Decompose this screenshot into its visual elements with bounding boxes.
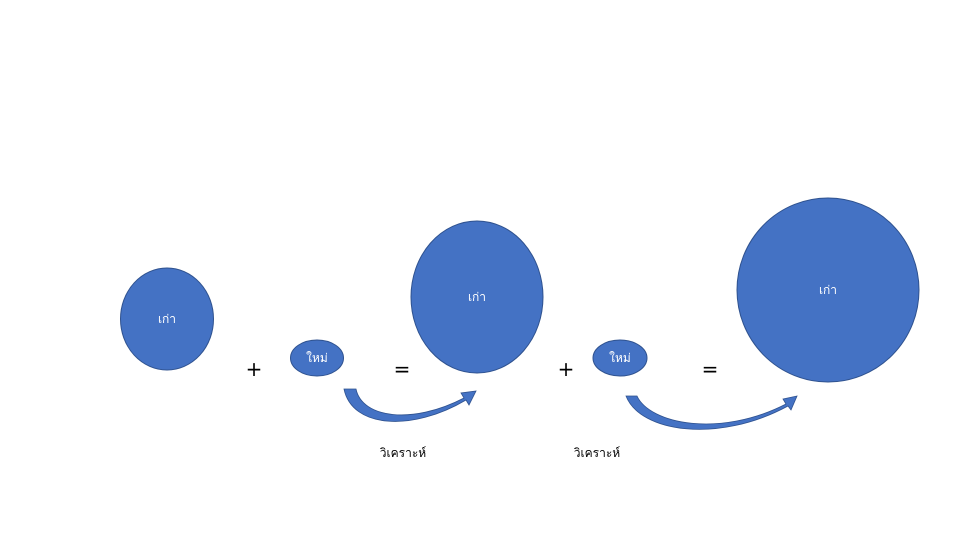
old-knowledge-label-3: เก่า — [819, 283, 837, 297]
old-knowledge-circle-1 — [120, 267, 214, 371]
analyze-caption-1: วิเคราะห์ — [380, 446, 427, 460]
curved-arrow-2 — [625, 395, 798, 430]
old-knowledge-ellipse-2 — [410, 220, 544, 374]
old-knowledge-label-2: เก่า — [468, 290, 486, 304]
plus-operator-1: + — [246, 357, 263, 381]
equals-operator-1: = — [394, 357, 411, 381]
old-knowledge-circle-3 — [736, 197, 920, 383]
analyze-caption-2: วิเคราะห์ — [574, 446, 621, 460]
old-knowledge-node-2: เก่า — [410, 220, 544, 374]
old-knowledge-label-1: เก่า — [158, 312, 176, 326]
new-knowledge-ellipse-1 — [290, 339, 344, 377]
new-knowledge-node-2: ใหม่ — [592, 339, 648, 377]
new-knowledge-ellipse-2 — [592, 339, 648, 377]
old-knowledge-node-1: เก่า — [120, 267, 214, 371]
new-knowledge-label-2: ใหม่ — [609, 351, 631, 365]
new-knowledge-node-1: ใหม่ — [290, 339, 344, 377]
plus-operator-2: + — [558, 357, 575, 381]
new-knowledge-label-1: ใหม่ — [306, 351, 328, 365]
equals-operator-2: = — [702, 357, 719, 381]
curved-arrow-1 — [343, 388, 477, 422]
old-knowledge-node-3: เก่า — [736, 197, 920, 383]
